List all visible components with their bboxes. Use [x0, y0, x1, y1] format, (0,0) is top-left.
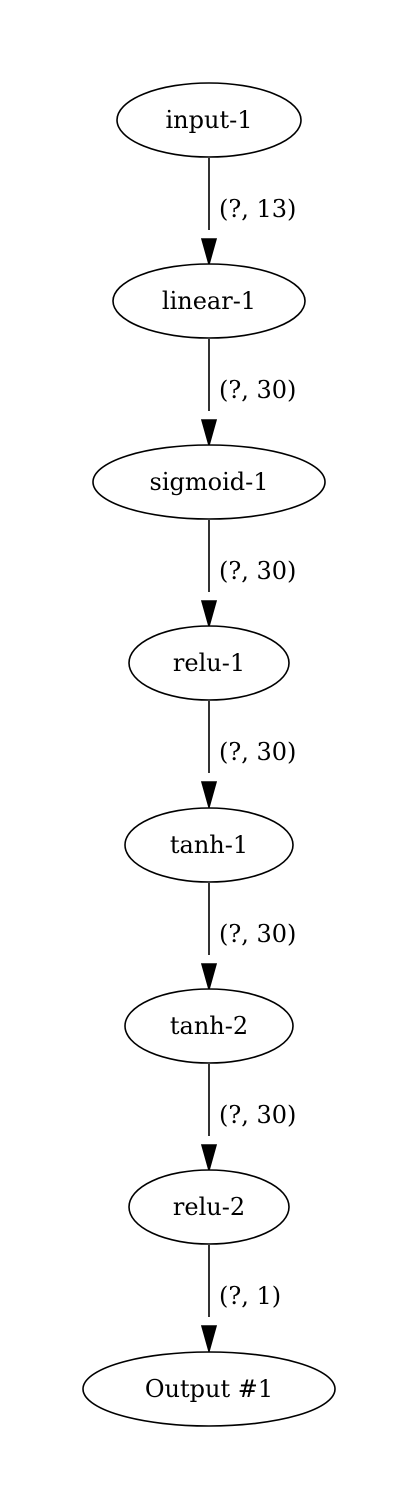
- node-relu-1: relu-1: [128, 625, 290, 701]
- edge-sigmoid-1-to-relu-1: (?, 30): [200, 520, 296, 629]
- node-label: tanh-2: [170, 1012, 248, 1040]
- node-label: linear-1: [162, 287, 256, 315]
- node-output-1: Output #1: [82, 1351, 336, 1427]
- arrowhead: [200, 963, 218, 992]
- node-label: relu-1: [173, 649, 245, 677]
- edge-label: (?, 30): [219, 557, 296, 585]
- arrowhead: [200, 1325, 218, 1354]
- edge-label: (?, 1): [219, 1282, 281, 1310]
- node-label: sigmoid-1: [150, 468, 269, 496]
- node-tanh-1: tanh-1: [124, 807, 294, 883]
- arrowhead: [200, 238, 218, 267]
- edge-relu-1-to-tanh-1: (?, 30): [200, 701, 296, 810]
- arrowhead: [200, 600, 218, 629]
- node-tanh-2: tanh-2: [124, 988, 294, 1064]
- node-input-1: input-1: [116, 82, 302, 158]
- edge-label: (?, 13): [219, 195, 296, 223]
- node-linear-1: linear-1: [112, 263, 306, 339]
- edge-input-1-to-linear-1: (?, 13): [200, 158, 296, 267]
- edge-linear-1-to-sigmoid-1: (?, 30): [200, 339, 296, 448]
- edge-label: (?, 30): [219, 376, 296, 404]
- node-label: relu-2: [173, 1193, 245, 1221]
- edge-tanh-1-to-tanh-2: (?, 30): [200, 883, 296, 992]
- arrowhead: [200, 419, 218, 448]
- node-label: Output #1: [145, 1375, 273, 1403]
- arrowhead: [200, 1144, 218, 1173]
- node-relu-2: relu-2: [128, 1169, 290, 1245]
- node-label: input-1: [166, 106, 253, 134]
- edge-label: (?, 30): [219, 1101, 296, 1129]
- edge-tanh-2-to-relu-2: (?, 30): [200, 1064, 296, 1173]
- edge-label: (?, 30): [219, 738, 296, 766]
- node-sigmoid-1: sigmoid-1: [92, 444, 326, 520]
- node-label: tanh-1: [170, 831, 248, 859]
- arrowhead: [200, 781, 218, 810]
- edge-relu-2-to-output-1: (?, 1): [200, 1245, 281, 1354]
- edge-label: (?, 30): [219, 920, 296, 948]
